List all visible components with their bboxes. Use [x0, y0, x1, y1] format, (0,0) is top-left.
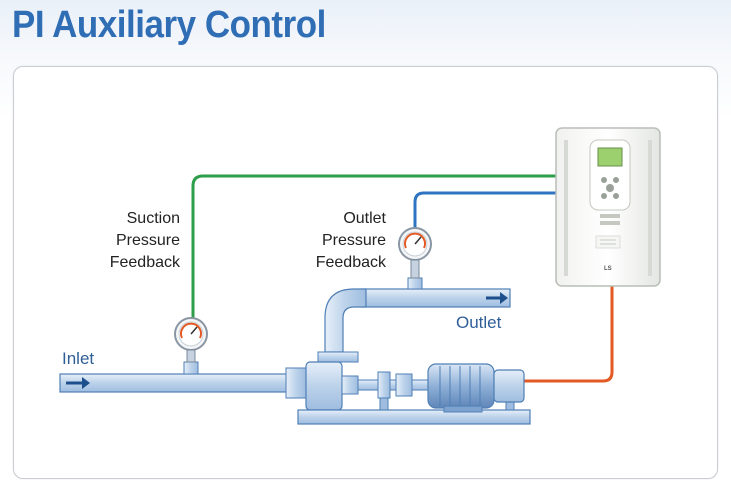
inlet-pipe — [59, 361, 291, 393]
page-title: PI Auxiliary Control — [12, 4, 326, 46]
outlet-feedback-wire — [413, 191, 560, 230]
pump-assembly — [285, 351, 531, 425]
pressure-gauge-icon — [398, 227, 432, 279]
motor-power-wire — [522, 286, 614, 383]
outlet-label: Outlet — [456, 313, 502, 332]
suction-pressure-feedback-label: Suction Pressure Feedback — [109, 210, 180, 271]
motor-icon — [427, 363, 525, 413]
drive-logo: LS — [604, 266, 612, 272]
outlet-pressure-feedback-label: Outlet Pressure Feedback — [315, 210, 386, 271]
flow-arrow-icon — [500, 292, 508, 304]
pressure-gauge-icon — [174, 317, 208, 363]
inverter-drive-icon: LS — [555, 127, 661, 287]
inlet-label: Inlet — [62, 349, 95, 368]
flow-arrow-icon — [82, 377, 90, 389]
outlet-pipe — [324, 277, 511, 353]
suction-feedback-wire — [191, 174, 560, 318]
